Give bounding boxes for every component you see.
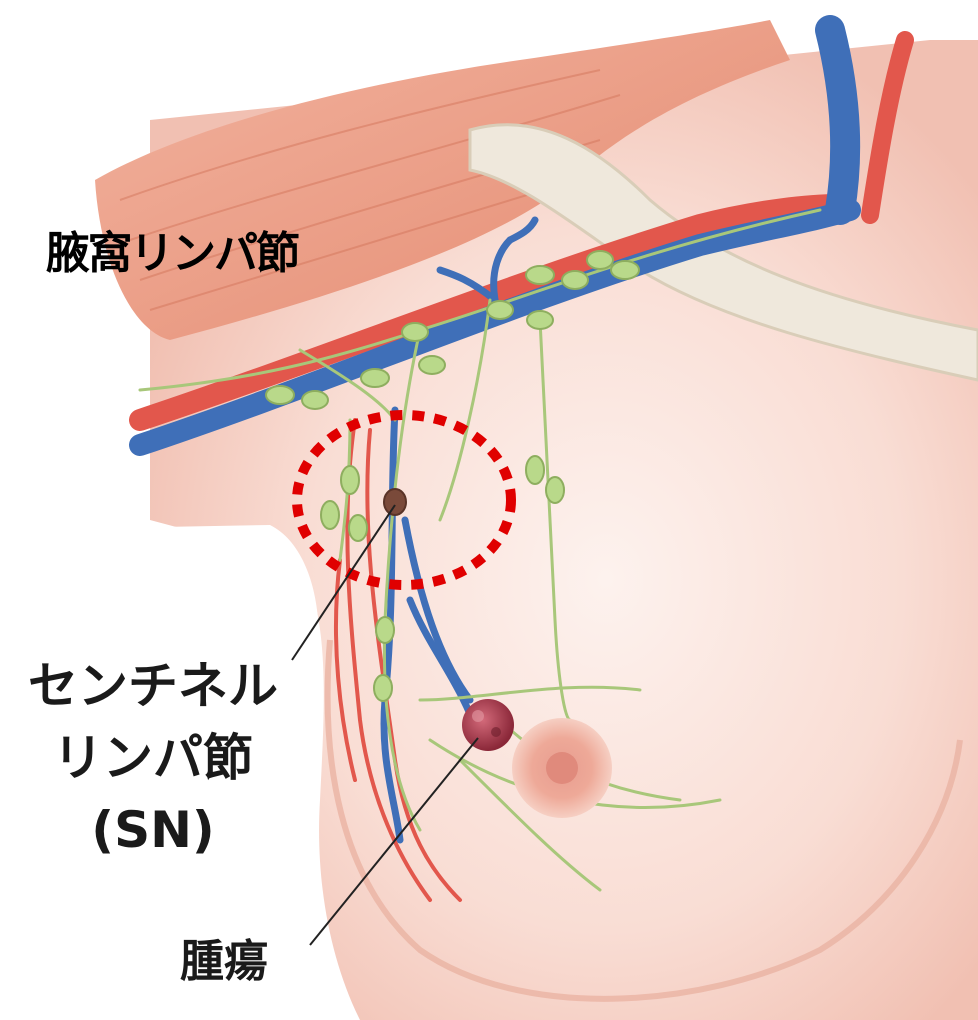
- nipple: [546, 752, 578, 784]
- tumor-label: 腫瘍: [180, 940, 268, 984]
- sentinel-label-line1: センチネル: [18, 650, 288, 722]
- axillary-lymph-nodes-label: 腋窩リンパ節: [46, 232, 298, 276]
- subclavian-vein: [830, 30, 845, 210]
- sentinel-label-line3: (SN): [18, 794, 288, 866]
- sentinel-label-line2: リンパ節: [18, 722, 288, 794]
- tumor-mass: [462, 699, 514, 751]
- sentinel-lymph-node-label: センチネル リンパ節 (SN): [18, 650, 288, 866]
- sentinel-node: [384, 489, 406, 515]
